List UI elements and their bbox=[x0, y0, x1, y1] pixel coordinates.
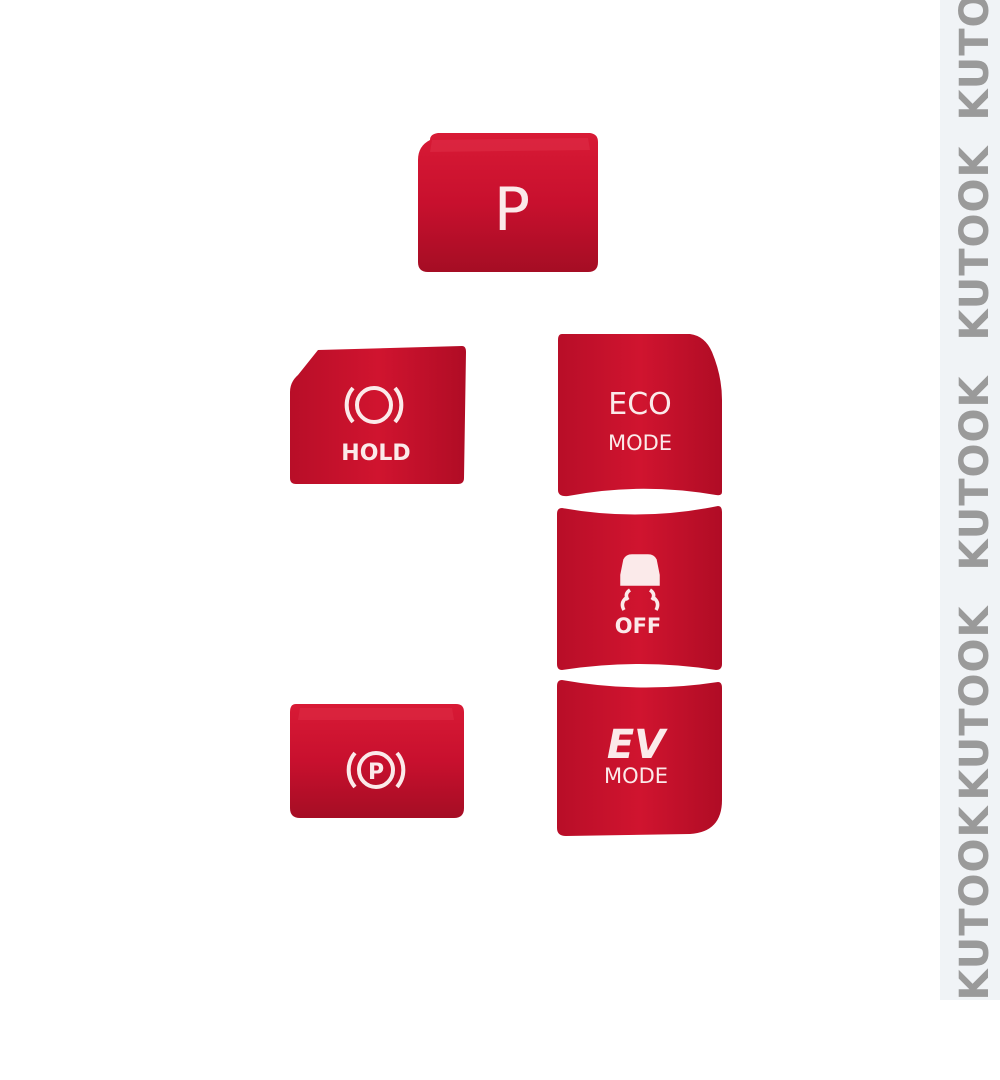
parking-brake-icon bbox=[346, 751, 406, 789]
ev-mode-button[interactable]: EV MODE bbox=[557, 680, 722, 836]
eco-mode-label: MODE bbox=[608, 431, 672, 455]
ev-label: EV bbox=[607, 722, 668, 768]
hold-label: HOLD bbox=[341, 441, 410, 466]
park-label: P bbox=[494, 175, 530, 245]
ev-mode-label: MODE bbox=[604, 764, 668, 788]
parking-brake-button[interactable]: P bbox=[290, 704, 464, 818]
park-button[interactable]: P bbox=[418, 133, 598, 272]
watermark-strip bbox=[940, 0, 1000, 1000]
traction-control-off-button[interactable]: OFF bbox=[557, 506, 722, 670]
traction-off-label: OFF bbox=[615, 614, 662, 638]
brake-hold-icon bbox=[344, 386, 404, 424]
eco-mode-button[interactable]: ECO MODE bbox=[558, 334, 722, 497]
eco-label: ECO bbox=[608, 387, 672, 422]
buttons-layer: P HOLD ECO MODE OFF bbox=[290, 133, 722, 836]
watermark-text: KUTOOK bbox=[952, 805, 998, 1001]
product-photo: KUTOOK KUTOOK KUTOOK KUTOOK KUTOOK P bbox=[290, 0, 1000, 1001]
traction-control-off-icon bbox=[620, 554, 660, 611]
hold-button[interactable]: HOLD bbox=[290, 346, 466, 484]
parking-brake-letter: P bbox=[368, 760, 384, 785]
